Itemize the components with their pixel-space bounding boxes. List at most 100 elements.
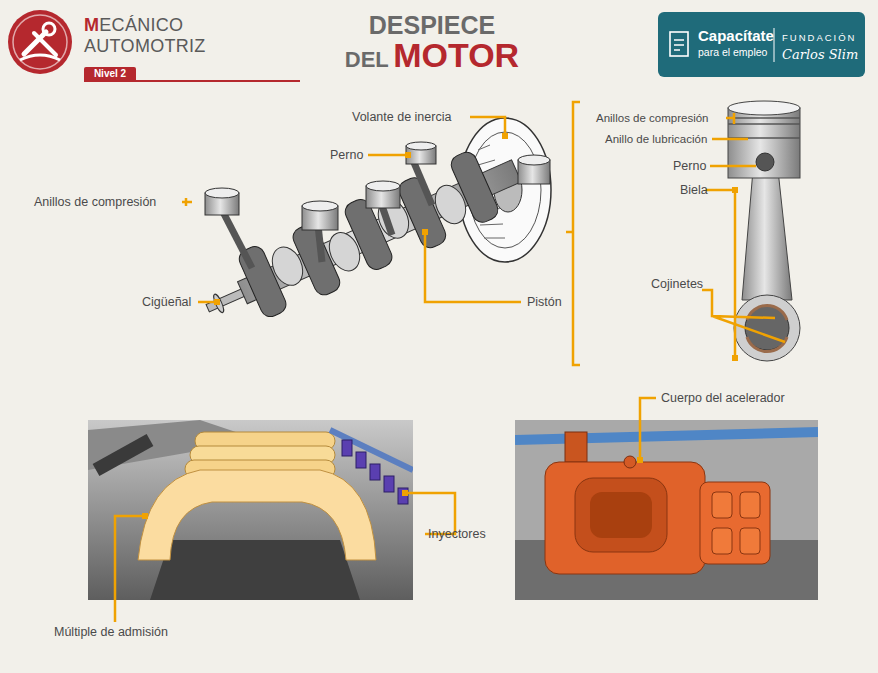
brand-logo [8, 10, 72, 74]
piston-rod-detail [728, 118, 800, 138]
leader-dot [732, 355, 738, 361]
foundation-name: FUNDACIÓN Carlos Slim [782, 29, 864, 63]
part-label: Volante de inercia [352, 109, 451, 125]
leader-dot [142, 133, 738, 519]
leader-line [198, 301, 214, 304]
group-bracket [573, 102, 580, 365]
throttle-photo [624, 456, 636, 468]
leader-line [702, 290, 785, 342]
leader-line [710, 165, 756, 168]
title-word: MOTOR [393, 40, 519, 70]
throttle-photo [515, 432, 818, 440]
part-label: Cuerpo del acelerador [661, 390, 785, 406]
leader-line [425, 232, 521, 302]
piston-rod-detail [747, 337, 787, 352]
piston-set [302, 201, 338, 211]
intake-photo [342, 440, 408, 504]
sponsor-icon [658, 12, 865, 77]
piston-rod-detail [742, 170, 792, 300]
part-label: Inyectores [428, 526, 486, 542]
part-label: Anillos de compresión [596, 110, 709, 126]
document-icon [674, 40, 684, 50]
piston-rod-detail [756, 153, 774, 171]
piston-rod-detail [728, 101, 800, 115]
leader-line [726, 113, 734, 124]
throttle-photo [740, 528, 760, 554]
piston-set [318, 225, 322, 262]
part-label: Perno [330, 147, 363, 163]
throttle-photo [700, 482, 770, 564]
throttle-photo [590, 492, 652, 538]
leader-dot [732, 187, 738, 193]
document-icon [670, 32, 688, 56]
part-label: Biela [680, 182, 708, 198]
intake-photo [356, 452, 366, 468]
title-word: DEL [345, 45, 389, 75]
throttle-photo [712, 492, 732, 518]
leader-dot [142, 513, 148, 519]
intake-photo [96, 440, 150, 470]
page-title: DESPIECE DEL MOTOR [322, 10, 542, 77]
leader-dot [502, 133, 508, 139]
leader-line [115, 516, 145, 622]
piston-set [406, 142, 436, 150]
piston-set [518, 155, 550, 165]
part-label: Múltiple de admisión [54, 624, 168, 640]
leader-dot [422, 229, 428, 235]
brand-logo [13, 15, 67, 69]
brand-logo [20, 55, 60, 60]
throttle-photo [545, 462, 705, 574]
leader-line [712, 138, 748, 141]
intake-photo [342, 440, 352, 456]
leader-dot [405, 152, 411, 158]
crankshaft [206, 288, 246, 312]
part-label: Cojinetes [651, 276, 703, 292]
crankshaft [212, 293, 226, 314]
brand-logo [34, 33, 56, 55]
part-label: Perno [673, 158, 706, 174]
leader-dot [214, 299, 220, 305]
level-label: Nivel 2 [84, 67, 136, 81]
part-label: Cigüeñal [142, 294, 191, 310]
throttle-photo [515, 420, 818, 600]
leader-line [640, 398, 656, 460]
piston-rod-detail [728, 108, 800, 178]
leader-line [470, 117, 505, 135]
throttle-photo [712, 528, 732, 554]
leader-dot [637, 457, 643, 463]
piston-set [412, 158, 432, 205]
throttle-photo [740, 492, 760, 518]
intake-photo [138, 470, 376, 560]
brand-logo [8, 10, 72, 74]
leader-line [706, 190, 735, 358]
piston-set [205, 142, 550, 268]
intake-photo [150, 540, 360, 600]
intake-photo [398, 488, 408, 504]
intake-photo [88, 420, 413, 600]
program-title: MECÁNICO AUTOMOTRIZ [84, 15, 212, 57]
throttle-photo [565, 432, 587, 462]
piston-set [205, 188, 239, 198]
sponsor-box: Capacítate para el empleoFUNDACIÓN Carlo… [658, 12, 865, 77]
piston-set [222, 210, 252, 268]
part-label: Pistón [527, 294, 562, 310]
leader-line [182, 198, 192, 206]
title-word: DESPIECE [322, 10, 542, 40]
group-bracket [566, 231, 573, 234]
intake-photo [384, 476, 394, 492]
brand-logo [43, 23, 55, 35]
throttle-photo [575, 478, 667, 552]
level-tab: Nivel 2 [84, 67, 136, 81]
intake-photo [370, 464, 380, 480]
crankshaft [192, 136, 531, 341]
leader-line [115, 113, 785, 622]
piston-set [366, 181, 400, 191]
throttle-photo [515, 420, 818, 600]
part-label: Anillo de lubricación [605, 131, 707, 147]
crankshaft [448, 149, 501, 225]
part-label: Anillos de compresión [34, 194, 156, 210]
divider-line [774, 28, 775, 62]
leader-line [368, 154, 408, 157]
